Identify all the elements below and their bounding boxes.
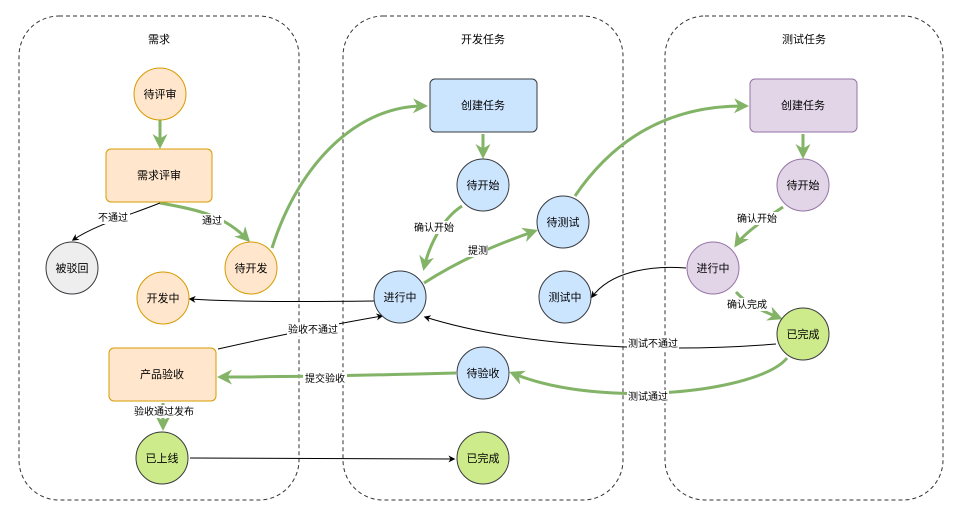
svg-text:不通过: 不通过 bbox=[98, 211, 128, 224]
svg-text:创建任务: 创建任务 bbox=[461, 98, 505, 112]
edge-pending-dev-to-dev-create bbox=[270, 98, 428, 249]
label-confirm-start-dev: 确认开始 bbox=[412, 221, 456, 234]
node-req-online[interactable]: 已上线 bbox=[135, 431, 189, 485]
svg-text:通过: 通过 bbox=[202, 214, 222, 227]
label-not-passed: 不通过 bbox=[96, 211, 130, 224]
label-test-passed: 测试通过 bbox=[627, 390, 669, 403]
label-passed: 通过 bbox=[200, 214, 224, 227]
edge-test-pending-start-to-test-in-progress bbox=[734, 205, 784, 248]
svg-text:进行中: 进行中 bbox=[697, 262, 730, 275]
svg-text:提测: 提测 bbox=[468, 244, 488, 257]
svg-text:已完成: 已完成 bbox=[467, 451, 500, 465]
node-test-create[interactable]: 创建任务 bbox=[749, 78, 858, 133]
edge-in-progress-to-developing bbox=[188, 295, 375, 303]
label-test-not-passed: 测试不通过 bbox=[627, 337, 679, 350]
node-dev-create[interactable]: 创建任务 bbox=[429, 78, 538, 133]
node-req-pending-dev[interactable]: 待开发 bbox=[224, 241, 278, 295]
lane-test: 测试任务 bbox=[664, 15, 944, 501]
svg-text:测试通过: 测试通过 bbox=[628, 390, 668, 403]
node-req-review[interactable]: 需求评审 bbox=[105, 148, 213, 203]
svg-text:提交验收: 提交验收 bbox=[305, 372, 345, 385]
node-test-done[interactable]: 已完成 bbox=[776, 307, 830, 361]
svg-text:确认开始: 确认开始 bbox=[414, 221, 454, 234]
label-confirm-done: 确认完成 bbox=[725, 298, 769, 311]
label-submit-accept: 提交验收 bbox=[303, 372, 347, 385]
node-test-pending-start[interactable]: 待开始 bbox=[776, 158, 830, 212]
edge-pending-start-to-in-progress bbox=[419, 204, 463, 271]
node-dev-pending-start[interactable]: 待开始 bbox=[456, 158, 510, 212]
svg-text:测试不通过: 测试不通过 bbox=[628, 337, 678, 350]
node-req-developing[interactable]: 开发中 bbox=[136, 271, 190, 325]
edge-pending-test-to-test-create bbox=[573, 98, 749, 197]
svg-text:确认完成: 确认完成 bbox=[727, 298, 767, 311]
node-dev-pending-test[interactable]: 待测试 bbox=[536, 195, 590, 249]
label-submit-test: 提测 bbox=[468, 244, 488, 257]
lane-title-requirements: 需求 bbox=[148, 33, 170, 46]
label-accept-passed-release: 验收通过发布 bbox=[133, 405, 195, 418]
svg-text:已完成: 已完成 bbox=[787, 327, 820, 341]
label-accept-not-passed: 验收不通过 bbox=[287, 323, 339, 336]
svg-text:测试中: 测试中 bbox=[549, 291, 582, 304]
node-dev-in-progress[interactable]: 进行中 bbox=[373, 270, 427, 324]
svg-text:开发中: 开发中 bbox=[147, 291, 180, 305]
svg-text:产品验收: 产品验收 bbox=[140, 367, 184, 381]
node-dev-done[interactable]: 已完成 bbox=[456, 431, 510, 485]
svg-text:验收通过发布: 验收通过发布 bbox=[134, 405, 194, 418]
edge-test-done-to-pending-accept bbox=[509, 357, 789, 396]
lane-title-test: 测试任务 bbox=[782, 33, 826, 46]
svg-text:待开始: 待开始 bbox=[787, 178, 820, 192]
lane-title-dev: 开发任务 bbox=[461, 32, 505, 46]
edge-test-done-to-in-progress bbox=[423, 315, 777, 349]
svg-text:已上线: 已上线 bbox=[146, 451, 179, 465]
svg-text:待开发: 待开发 bbox=[235, 261, 268, 275]
svg-text:需求评审: 需求评审 bbox=[137, 168, 181, 182]
svg-text:验收不通过: 验收不通过 bbox=[288, 323, 338, 336]
node-dev-pending-accept[interactable]: 待验收 bbox=[456, 346, 510, 400]
node-req-acceptance[interactable]: 产品验收 bbox=[108, 347, 217, 402]
svg-text:待验收: 待验收 bbox=[467, 366, 500, 380]
lane-requirements: 需求 bbox=[18, 15, 300, 501]
svg-text:待测试: 待测试 bbox=[547, 215, 580, 229]
lane-dev: 开发任务 bbox=[342, 15, 624, 501]
svg-text:进行中: 进行中 bbox=[384, 291, 417, 304]
svg-text:待开始: 待开始 bbox=[467, 178, 500, 192]
svg-text:待评审: 待评审 bbox=[144, 87, 177, 101]
node-req-rejected[interactable]: 被驳回 bbox=[45, 241, 99, 295]
node-req-pending-review[interactable]: 待评审 bbox=[133, 67, 187, 121]
svg-text:确认开始: 确认开始 bbox=[737, 212, 777, 225]
label-confirm-start-test: 确认开始 bbox=[735, 212, 779, 225]
svg-text:被驳回: 被驳回 bbox=[56, 262, 89, 275]
svg-text:创建任务: 创建任务 bbox=[781, 98, 825, 112]
edge-online-to-dev-done bbox=[189, 455, 456, 463]
edge-test-in-progress-to-testing bbox=[591, 266, 687, 299]
node-test-testing[interactable]: 测试中 bbox=[538, 270, 592, 324]
node-test-in-progress[interactable]: 进行中 bbox=[686, 241, 740, 295]
